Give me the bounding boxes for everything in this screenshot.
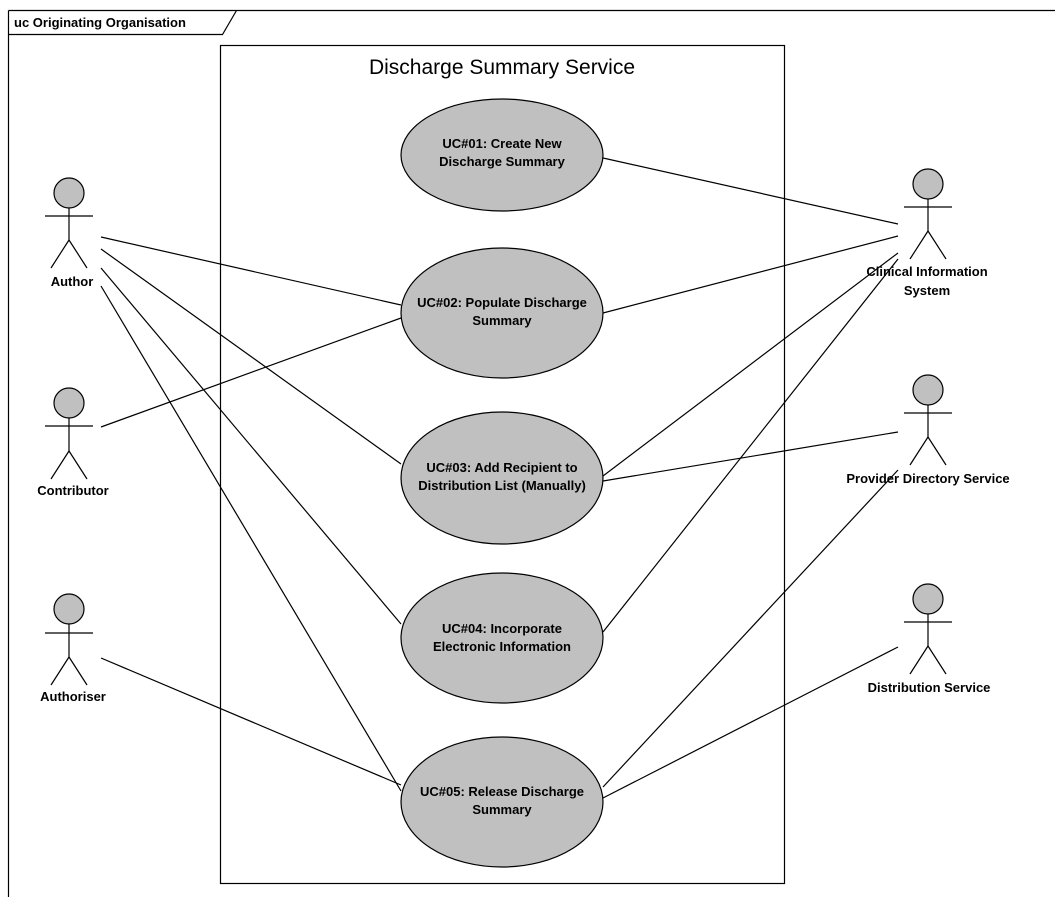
stick-figure-icon (45, 593, 93, 686)
stick-figure-icon (45, 387, 93, 480)
stick-figure-icon (45, 177, 93, 269)
system-title: Discharge Summary Service (369, 56, 635, 79)
use-case-uc02[interactable]: UC#02: Populate Discharge Summary (400, 247, 604, 379)
actor-label: Distribution Service (868, 680, 991, 695)
use-case-label: UC#03: Add Recipient to (426, 460, 577, 475)
actor-label: Contributor (37, 483, 108, 498)
actor-label: Authoriser (40, 689, 106, 704)
actor-authoriser[interactable]: Authoriser (40, 593, 106, 704)
actor-clinical-information-system[interactable]: Clinical Information System (866, 168, 988, 298)
use-case-label: UC#02: Populate Discharge (417, 295, 587, 310)
frame-label: uc Originating Organisation (14, 15, 186, 30)
association-line-author-uc02 (100, 236, 402, 306)
system-boundary: Discharge Summary Service (219, 44, 786, 885)
associations (100, 157, 899, 799)
actor-label: Author (51, 274, 94, 289)
association-line-author-uc05 (100, 285, 402, 792)
use-case-uc04[interactable]: UC#04: Incorporate Electronic Informatio… (400, 572, 604, 704)
use-case-uc05[interactable]: UC#05: Release Discharge Summary (400, 736, 604, 868)
association-line-author-uc04 (100, 267, 402, 625)
actor-distribution-service[interactable]: Distribution Service (868, 583, 991, 695)
use-case-label: Distribution List (Manually) (418, 478, 586, 493)
association-line-pds-uc05 (602, 469, 899, 788)
stick-figure-icon (904, 168, 952, 260)
actors: Author Contributor Authoriser (37, 168, 1010, 704)
association-line-pds-uc03 (602, 431, 899, 482)
stick-figure-icon (904, 583, 952, 675)
association-line-contributor-uc02 (100, 317, 402, 428)
association-line-cis-uc03 (602, 252, 899, 477)
actor-provider-directory-service[interactable]: Provider Directory Service (846, 374, 1010, 486)
association-line-cis-uc02 (602, 235, 899, 314)
association-line-ds-uc05 (602, 646, 899, 799)
actor-author[interactable]: Author (45, 177, 94, 289)
use-case-uc03[interactable]: UC#03: Add Recipient to Distribution Lis… (400, 411, 604, 545)
association-line-authoriser-uc05 (100, 657, 402, 786)
use-case-label: Electronic Information (433, 639, 571, 654)
use-case-label: Summary (472, 802, 532, 817)
use-case-label: Summary (472, 313, 532, 328)
use-case-label: UC#01: Create New (442, 136, 562, 151)
use-case-label: Discharge Summary (439, 154, 565, 169)
use-cases: UC#01: Create New Discharge Summary UC#0… (400, 98, 604, 868)
stick-figure-icon (904, 374, 952, 466)
diagram-frame: uc Originating Organisation (7, 9, 1055, 897)
use-case-label: UC#05: Release Discharge (420, 784, 584, 799)
association-line-cis-uc01 (602, 157, 899, 225)
association-line-cis-uc04 (602, 258, 899, 633)
actor-label: System (904, 283, 950, 298)
actor-contributor[interactable]: Contributor (37, 387, 109, 498)
association-line-author-uc03 (100, 248, 402, 465)
use-case-label: UC#04: Incorporate (442, 621, 562, 636)
use-case-uc01[interactable]: UC#01: Create New Discharge Summary (400, 98, 604, 212)
actor-label: Provider Directory Service (846, 471, 1009, 486)
actor-label: Clinical Information (866, 264, 987, 279)
